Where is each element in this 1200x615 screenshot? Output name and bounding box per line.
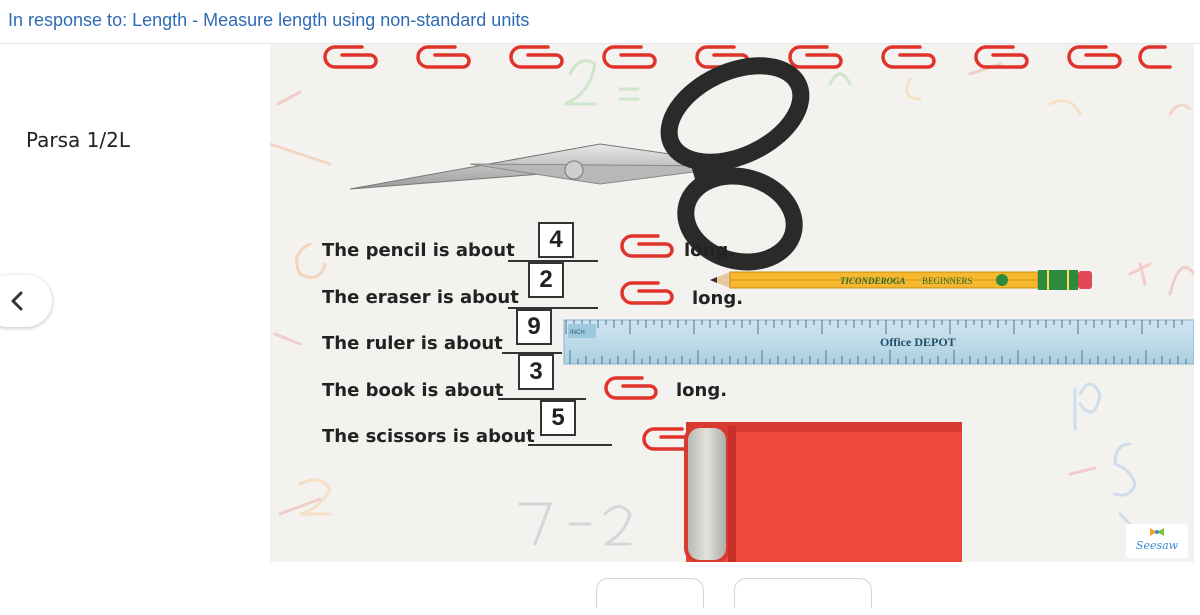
answer-box-ruler[interactable]: 9 [516, 309, 552, 345]
chevron-left-icon [11, 291, 23, 311]
answer-box-eraser[interactable]: 2 [528, 262, 564, 298]
answer-line [508, 307, 598, 309]
ruler-unit-text: INCH [570, 330, 585, 336]
book-image [684, 422, 962, 562]
pencil-brand-text: TICONDEROGA [840, 276, 906, 286]
answer-line [502, 352, 562, 354]
answer-line [498, 398, 586, 400]
pencil-model-text: BEGINNERS [922, 276, 973, 286]
previous-button[interactable] [0, 275, 52, 327]
pencil-image [710, 270, 1092, 290]
answer-box-scissors[interactable]: 5 [540, 400, 576, 436]
row-suffix-eraser: long. [692, 288, 744, 309]
bottom-tab[interactable] [596, 578, 704, 608]
answer-line [508, 260, 598, 262]
answer-line [528, 444, 612, 446]
ruler-image [563, 319, 1194, 365]
seesaw-bow-icon [1150, 528, 1164, 536]
seesaw-logo: Seesaw [1126, 524, 1188, 558]
row-label-pencil: The pencil is about [322, 240, 515, 261]
student-work-canvas: TICONDEROGA BEGINNERS INCH Office DEPOT … [270, 44, 1194, 562]
ruler-brand-text: Office DEPOT [880, 335, 956, 349]
row-suffix-book: long. [676, 380, 728, 401]
page-header: In response to: Length - Measure length … [0, 0, 1200, 44]
row-label-ruler: The ruler is about [322, 333, 503, 354]
response-prompt-link[interactable]: In response to: Length - Measure length … [8, 10, 530, 30]
seesaw-logo-text: Seesaw [1135, 539, 1179, 552]
bottom-tab[interactable] [734, 578, 872, 608]
answer-box-pencil[interactable]: 4 [538, 222, 574, 258]
row-label-book: The book is about [322, 380, 504, 401]
worksheet-artwork: TICONDEROGA BEGINNERS INCH Office DEPOT [270, 45, 1194, 562]
row-label-eraser: The eraser is about [322, 287, 519, 308]
answer-box-book[interactable]: 3 [518, 354, 554, 390]
student-name: Parsa 1/2L [26, 128, 131, 152]
row-label-scissors: The scissors is about [322, 426, 535, 447]
scissors-image [349, 57, 810, 271]
row-suffix-pencil: long. [684, 240, 736, 261]
paperclip-row [323, 45, 1172, 69]
